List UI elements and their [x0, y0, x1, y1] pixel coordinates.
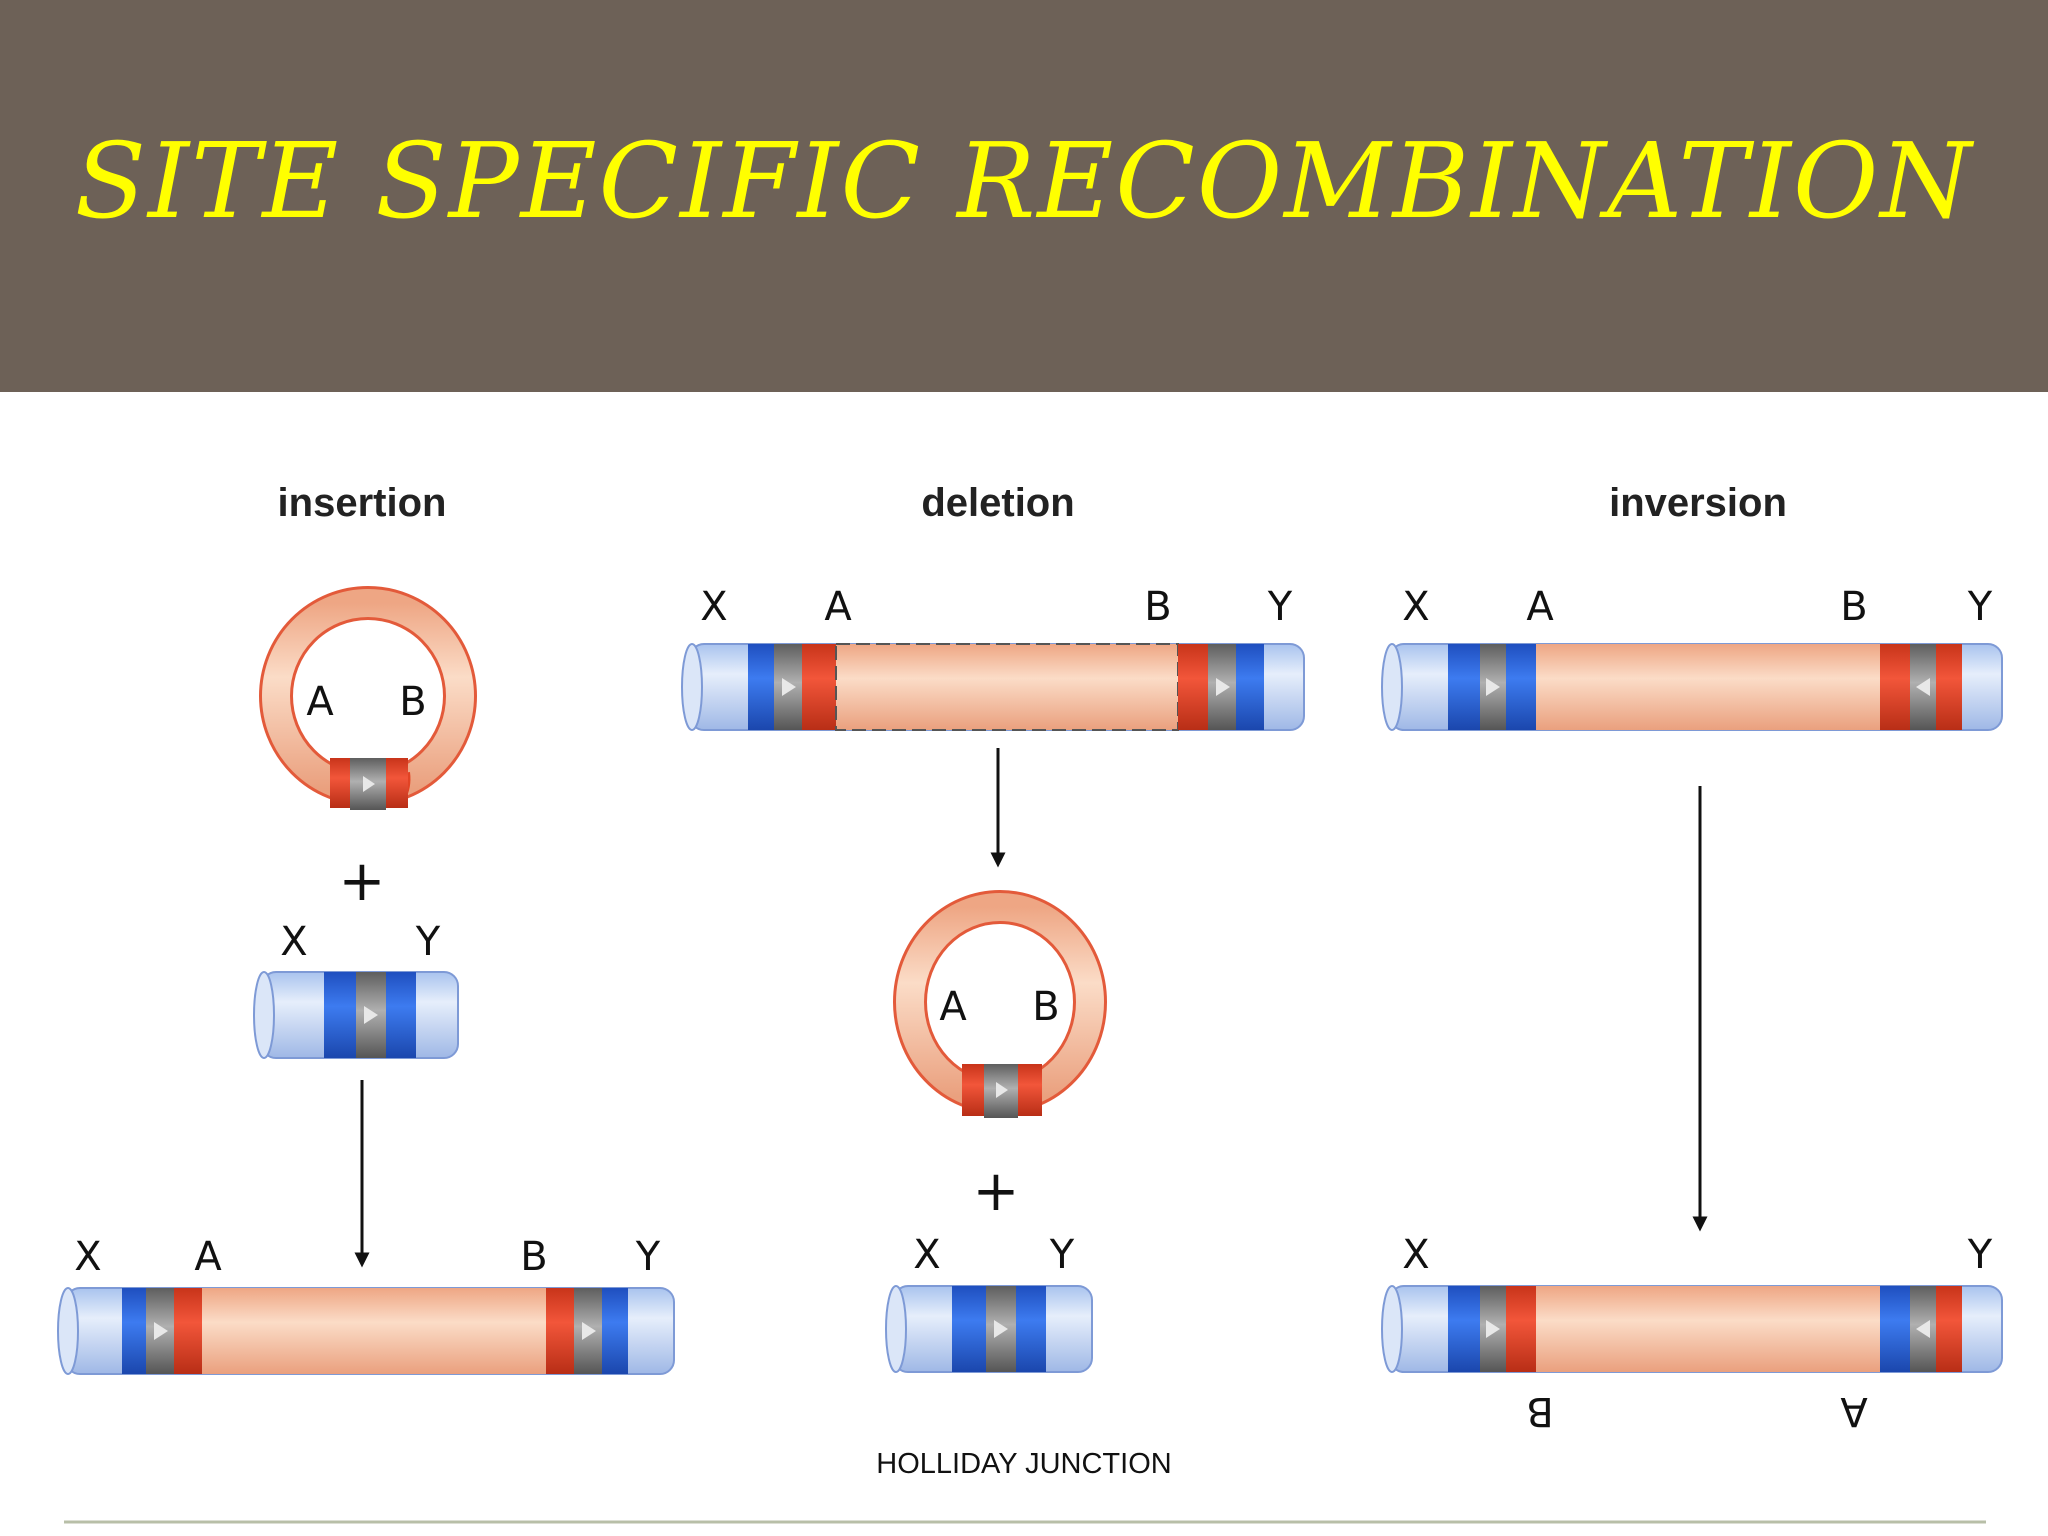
linear-dna-deletion	[681, 643, 1305, 731]
label-B: B	[520, 1234, 547, 1280]
target-dna-insertion	[253, 971, 459, 1059]
heading-deletion: deletion	[921, 481, 1074, 525]
label-Y: Y	[1267, 584, 1293, 630]
label-Y: Y	[1967, 584, 1993, 630]
label-B-inverted: B	[1526, 1388, 1553, 1434]
label-A-inverted: A	[1840, 1388, 1868, 1434]
label-Y: Y	[635, 1234, 661, 1280]
linear-dna-inversion	[1381, 643, 2003, 731]
caption: HOLLIDAY JUNCTION	[876, 1448, 1172, 1480]
plus-sign: +	[339, 849, 386, 914]
label-X: X	[1402, 1232, 1429, 1278]
label-B: B	[399, 679, 426, 725]
plus-sign: +	[973, 1159, 1020, 1224]
label-A: A	[194, 1234, 222, 1280]
label-A: A	[306, 679, 334, 725]
label-Y: Y	[415, 919, 441, 965]
label-X: X	[1402, 584, 1429, 630]
label-A: A	[939, 984, 967, 1030]
label-A: A	[1526, 584, 1554, 630]
heading-insertion: insertion	[278, 481, 447, 525]
excised-circle-deletion	[893, 890, 1107, 1118]
title-banner	[0, 0, 2048, 392]
label-X: X	[280, 919, 307, 965]
circular-dna-insertion	[259, 586, 477, 810]
inverted-dna	[1381, 1285, 2003, 1373]
recombination-diagram: insertion A B + X Y X A B Y	[57, 481, 2003, 1524]
integrated-dna	[57, 1287, 675, 1375]
label-X: X	[913, 1232, 940, 1278]
label-X: X	[700, 584, 727, 630]
label-Y: Y	[1049, 1232, 1075, 1278]
slide-title: SITE SPECIFIC RECOMBINATION	[74, 120, 1974, 242]
label-Y: Y	[1967, 1232, 1993, 1278]
heading-inversion: inversion	[1609, 481, 1787, 525]
label-B: B	[1144, 584, 1171, 630]
remaining-dna-deletion	[885, 1285, 1093, 1373]
label-B: B	[1840, 584, 1867, 630]
label-A: A	[824, 584, 852, 630]
label-B: B	[1032, 984, 1059, 1030]
label-X: X	[74, 1234, 101, 1280]
